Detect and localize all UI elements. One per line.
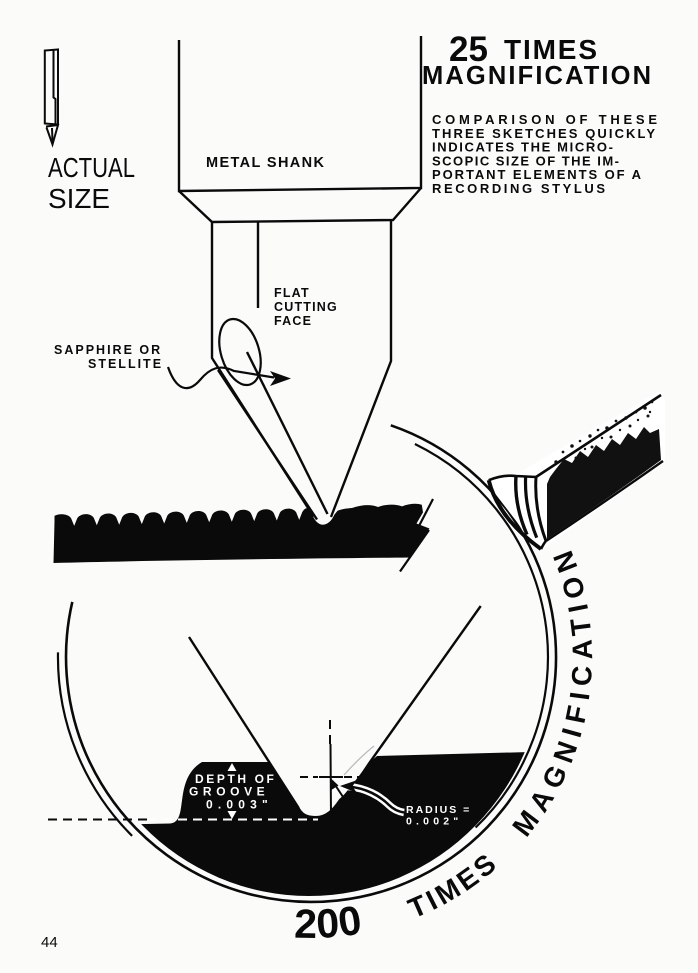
svg-text:0.003": 0.003" [206, 798, 273, 812]
svg-text:FACE: FACE [274, 314, 312, 328]
svg-text:ACTUAL: ACTUAL [48, 152, 135, 183]
svg-text:0.002": 0.002" [406, 816, 462, 828]
svg-text:CUTTING: CUTTING [274, 300, 338, 314]
svg-text:44: 44 [41, 934, 58, 951]
svg-text:MAGNIFICATION: MAGNIFICATION [422, 62, 653, 90]
svg-text:FLAT: FLAT [274, 286, 310, 300]
svg-text:RECORDING STYLUS: RECORDING STYLUS [432, 181, 605, 196]
svg-text:COMPARISON OF THESE: COMPARISON OF THESE [432, 112, 657, 127]
svg-text:SAPPHIRE OR: SAPPHIRE OR [54, 343, 162, 357]
svg-text:INDICATES THE MICRO-: INDICATES THE MICRO- [432, 140, 613, 155]
svg-text:SIZE: SIZE [48, 183, 110, 214]
svg-text:TIMES: TIMES [504, 34, 601, 65]
svg-text:PORTANT ELEMENTS OF A: PORTANT ELEMENTS OF A [432, 167, 642, 182]
svg-text:25: 25 [449, 30, 488, 69]
svg-text:METAL SHANK: METAL SHANK [206, 155, 326, 171]
svg-text:THREE SKETCHES QUICKLY: THREE SKETCHES QUICKLY [432, 126, 655, 141]
svg-text:GROOVE: GROOVE [189, 785, 269, 799]
svg-text:STELLITE: STELLITE [88, 357, 163, 371]
svg-text:RADIUS =: RADIUS = [406, 804, 471, 816]
svg-text:DEPTH OF: DEPTH OF [195, 772, 276, 786]
